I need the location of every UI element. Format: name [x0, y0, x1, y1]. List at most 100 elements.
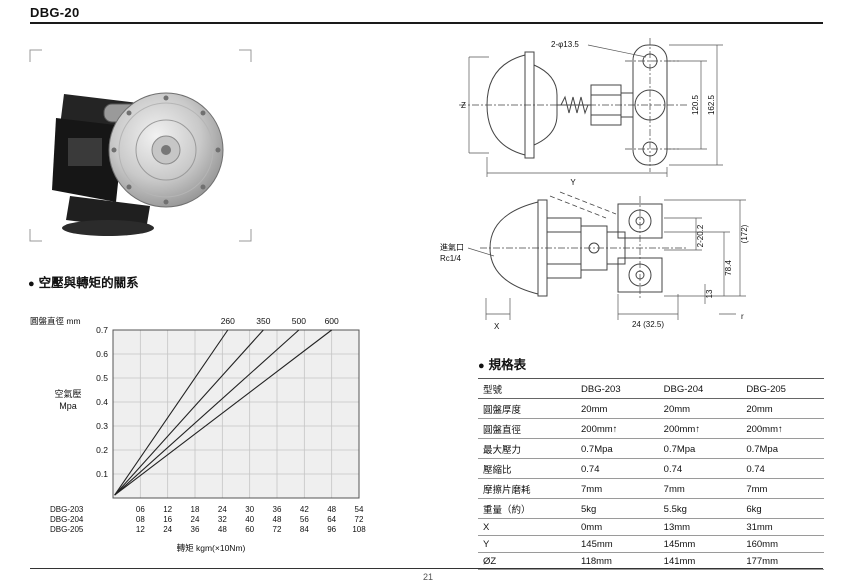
series-line: [114, 329, 300, 496]
air-inlet-label-line1: 進氣口: [440, 242, 464, 252]
x-scale-value: 60: [245, 525, 254, 534]
spec-value: 7mm: [658, 478, 742, 499]
x-scale-value: 72: [273, 525, 282, 534]
top-axis-title: 圓盤直徑 mm: [30, 316, 81, 326]
plan-view-dimension-lines: [467, 199, 746, 320]
x-axis-label: 轉矩 kgm(×10Nm): [177, 543, 246, 553]
spec-row-label: 最大壓力: [478, 438, 576, 459]
spec-value: 20mm: [658, 398, 742, 419]
series-line: [114, 329, 264, 496]
series-diameter-label: 500: [292, 316, 306, 326]
brake-caliper-photo: [52, 92, 224, 236]
spec-value: 177mm: [741, 552, 824, 570]
spec-value: 118mm: [576, 552, 659, 570]
x-scale-value: 30: [245, 505, 254, 514]
spec-value: 13mm: [658, 518, 742, 536]
dim-120-5-label: 120.5: [691, 94, 700, 115]
spec-row-label: 圓盤直徑: [478, 418, 576, 439]
dim-z-label: Z: [461, 101, 466, 110]
x-scale-value: 18: [191, 505, 200, 514]
x-scale-value: 24: [218, 505, 227, 514]
spec-value: 5.5kg: [658, 498, 742, 519]
spec-col-header: DBG-204: [658, 378, 742, 399]
y-tick-label: 0.5: [96, 373, 108, 383]
x-scale-value: 24: [191, 515, 200, 524]
x-scale-value: 12: [136, 525, 145, 534]
spec-value: 200mm↑: [741, 418, 824, 439]
product-photo: [29, 49, 252, 242]
x-scale-value: 40: [245, 515, 254, 524]
x-scale-value: 12: [163, 505, 172, 514]
side-view-geometry: [459, 38, 687, 172]
dim-162-5-label: 162.5: [707, 94, 716, 115]
x-scale-value: 06: [136, 505, 145, 514]
x-scale-model-label: DBG-205: [50, 525, 84, 534]
spec-value: 145mm: [576, 535, 659, 553]
spec-row-label: Y: [478, 535, 576, 553]
dim-y-label: Y: [570, 178, 576, 187]
spec-value: 0.74: [658, 458, 742, 479]
chart-section-heading: ●空壓與轉矩的關系: [28, 272, 139, 291]
dim-x-label: X: [494, 322, 500, 331]
spec-row-label: 圓盤厚度: [478, 398, 576, 419]
spec-value: 31mm: [741, 518, 824, 536]
spec-row-label: 壓縮比: [478, 458, 576, 479]
air-inlet-label-line2: Rc1/4: [440, 254, 461, 263]
spec-value: 0.7Mpa: [576, 438, 659, 459]
spec-value: 20mm: [741, 398, 824, 419]
x-scale-value: 36: [191, 525, 200, 534]
x-scale-value: 32: [218, 515, 227, 524]
spec-value: 7mm: [576, 478, 659, 499]
page-number: 21: [422, 572, 433, 582]
y-tick-label: 0.2: [96, 445, 108, 455]
x-scale-value: 08: [136, 515, 145, 524]
x-scale-value: 48: [327, 505, 336, 514]
x-scale-value: 54: [355, 505, 364, 514]
spec-value: 145mm: [658, 535, 742, 553]
spec-value: 141mm: [658, 552, 742, 570]
series-diameter-label: 260: [221, 316, 235, 326]
series-line: [114, 329, 229, 496]
spec-row-label: 重量（約）: [478, 498, 576, 519]
spec-row-label: X: [478, 518, 576, 536]
spec-col-header: DBG-205: [741, 378, 824, 399]
y-tick-label: 0.1: [96, 469, 108, 479]
spec-value: 0.74: [576, 458, 659, 479]
dim-78-4-label: 78.4: [724, 260, 733, 276]
x-scale-value: 108: [352, 525, 366, 534]
spec-value: 6kg: [741, 498, 824, 519]
bullet-icon: ●: [478, 360, 485, 372]
dim-r-label: r: [741, 312, 744, 321]
spec-value: 0.74: [741, 458, 824, 479]
dim-172-label: (172): [740, 224, 749, 243]
x-scale-value: 96: [327, 525, 336, 534]
spec-value: 0.7Mpa: [658, 438, 742, 459]
spec-row-label: 摩擦片磨耗: [478, 478, 576, 499]
plan-view-geometry: [480, 191, 688, 300]
spec-row-label: ØZ: [478, 552, 576, 570]
y-tick-label: 0.7: [96, 325, 108, 335]
spec-value: 160mm: [741, 535, 824, 553]
x-scale-value: 16: [163, 515, 172, 524]
plot-border: [112, 329, 360, 499]
x-scale-value: 72: [355, 515, 364, 524]
footer-rule: [30, 568, 823, 569]
spec-value: 0.7Mpa: [741, 438, 824, 459]
y-tick-label: 0.6: [96, 349, 108, 359]
series-diameter-label: 350: [256, 316, 270, 326]
x-scale-value: 64: [327, 515, 336, 524]
hole-callout-label: 2-φ13.5: [551, 40, 579, 49]
side-view-dimension-lines: [468, 44, 723, 177]
x-scale-model-label: DBG-204: [50, 515, 84, 524]
x-scale-value: 36: [273, 505, 282, 514]
spec-col-model: 型號: [478, 378, 576, 399]
series-line: [114, 329, 332, 496]
